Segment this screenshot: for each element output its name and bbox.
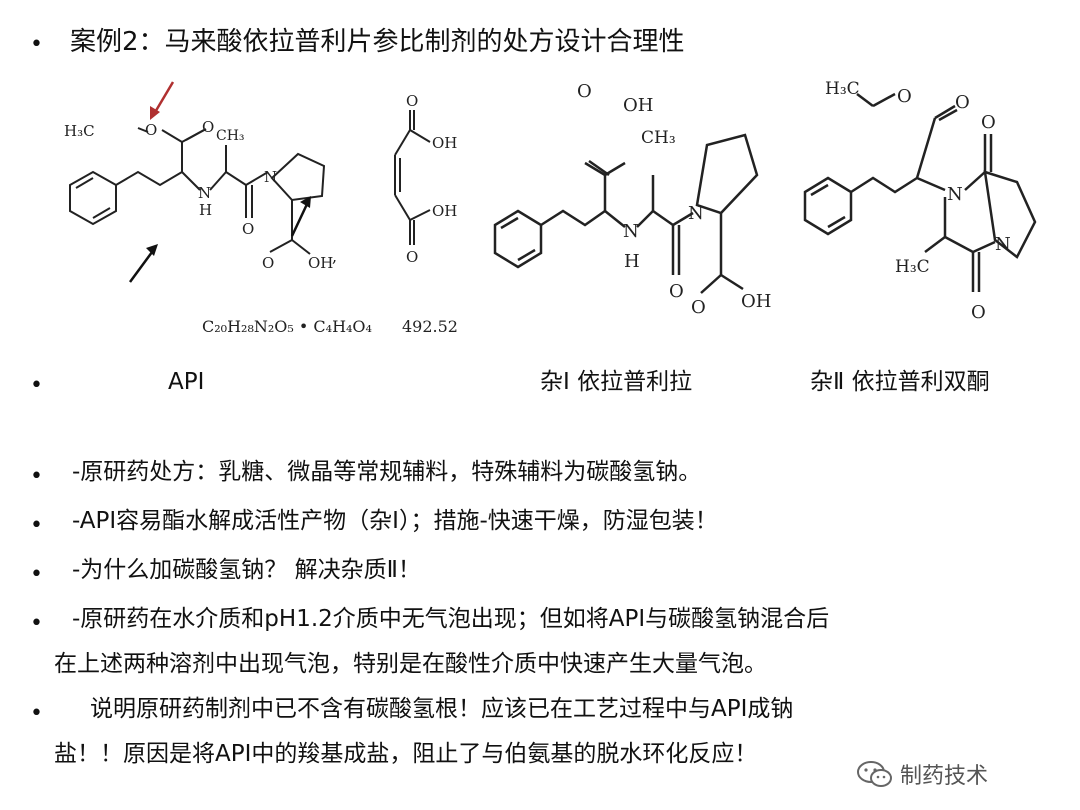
atom-label: OH — [741, 291, 771, 312]
atom-label: N — [198, 184, 211, 202]
bullet: • — [30, 373, 43, 398]
atom-label: N — [688, 203, 704, 224]
bullet: • — [30, 32, 43, 57]
bullet: • — [30, 611, 43, 636]
atom-label: O — [202, 118, 214, 136]
molecular-weight: 492.52 — [402, 317, 458, 336]
atom-label: OH — [432, 202, 457, 220]
atom-label: H — [199, 201, 212, 219]
atom-label: N — [995, 234, 1011, 255]
atom-label: O — [145, 121, 157, 139]
atom-label: OH — [623, 95, 653, 116]
point-4-line-2: 在上述两种溶剂中出现气泡，特别是在酸性介质中快速产生大量气泡。 — [54, 651, 767, 677]
atom-label: O — [971, 302, 986, 323]
caption-impurity1: 杂Ⅰ 依拉普利拉 — [540, 369, 693, 395]
point-4-line-1: -原研药在水介质和pH1.2介质中无气泡出现；但如将API与碳酸氢钠混合后 — [72, 606, 830, 632]
atom-label: O — [577, 81, 592, 102]
dot-separator: , — [332, 247, 337, 266]
point-3: -为什么加碳酸氢钠？ 解决杂质Ⅱ！ — [72, 557, 421, 583]
atom-label: O — [669, 281, 684, 302]
atom-label: N — [623, 221, 639, 242]
bullet: • — [30, 464, 43, 489]
bullet: • — [30, 701, 43, 726]
atom-label: H — [624, 251, 640, 272]
atom-label: O — [955, 92, 970, 113]
atom-label: O — [691, 297, 706, 318]
atom-label: O — [262, 254, 274, 272]
atom-label: H₃C — [825, 79, 860, 99]
caption-api: API — [168, 369, 205, 395]
atom-label: OH — [308, 254, 333, 272]
bullet: • — [30, 562, 43, 587]
atom-label: CH₃ — [641, 128, 676, 148]
atom-label: OH — [432, 134, 457, 152]
atom-label: O — [406, 248, 418, 266]
point-2: -API容易酯水解成活性产物（杂Ⅰ）；措施-快速干燥，防湿包装！ — [72, 508, 718, 534]
atom-label: O — [981, 112, 996, 133]
atom-label: H₃C — [895, 257, 930, 277]
point-5-line-1: 说明原研药制剂中已不含有碳酸氢根！应该已在工艺过程中与API成钠 — [90, 696, 794, 722]
atom-label: H₃C — [64, 122, 95, 140]
caption-impurity2: 杂Ⅱ 依拉普利双酮 — [810, 369, 990, 395]
watermark-text: 制药技术 — [900, 764, 989, 789]
atom-label: O — [897, 86, 912, 107]
point-5-line-2: 盐！！原因是将API中的羧基成盐，阻止了与伯氨基的脱水环化反应！ — [54, 741, 758, 767]
atom-label: CH₃ — [216, 128, 245, 144]
watermark: 制药技术 — [856, 752, 1056, 796]
atom-label: O — [242, 220, 254, 238]
molecular-formula: C₂₀H₂₈N₂O₅ • C₄H₄O₄ — [202, 317, 372, 336]
atom-label: O — [406, 92, 418, 110]
api-structure: H₃C O O CH₃ N H N O O OH OH O OH O , C₂₀… — [64, 81, 458, 336]
slide-title: 案例2：马来酸依拉普利片参比制剂的处方设计合理性 — [70, 27, 685, 57]
impurity2-structure: H₃C O O N O N H₃C O — [803, 79, 1037, 323]
wechat-icon — [857, 761, 892, 787]
atom-label: N — [264, 168, 277, 186]
bullet: • — [30, 513, 43, 538]
point-1: -原研药处方：乳糖、微晶等常规辅料，特殊辅料为碳酸氢钠。 — [72, 459, 702, 485]
atom-label: N — [947, 184, 963, 205]
impurity1-structure: O OH CH₃ N H N O O OH — [493, 81, 771, 318]
